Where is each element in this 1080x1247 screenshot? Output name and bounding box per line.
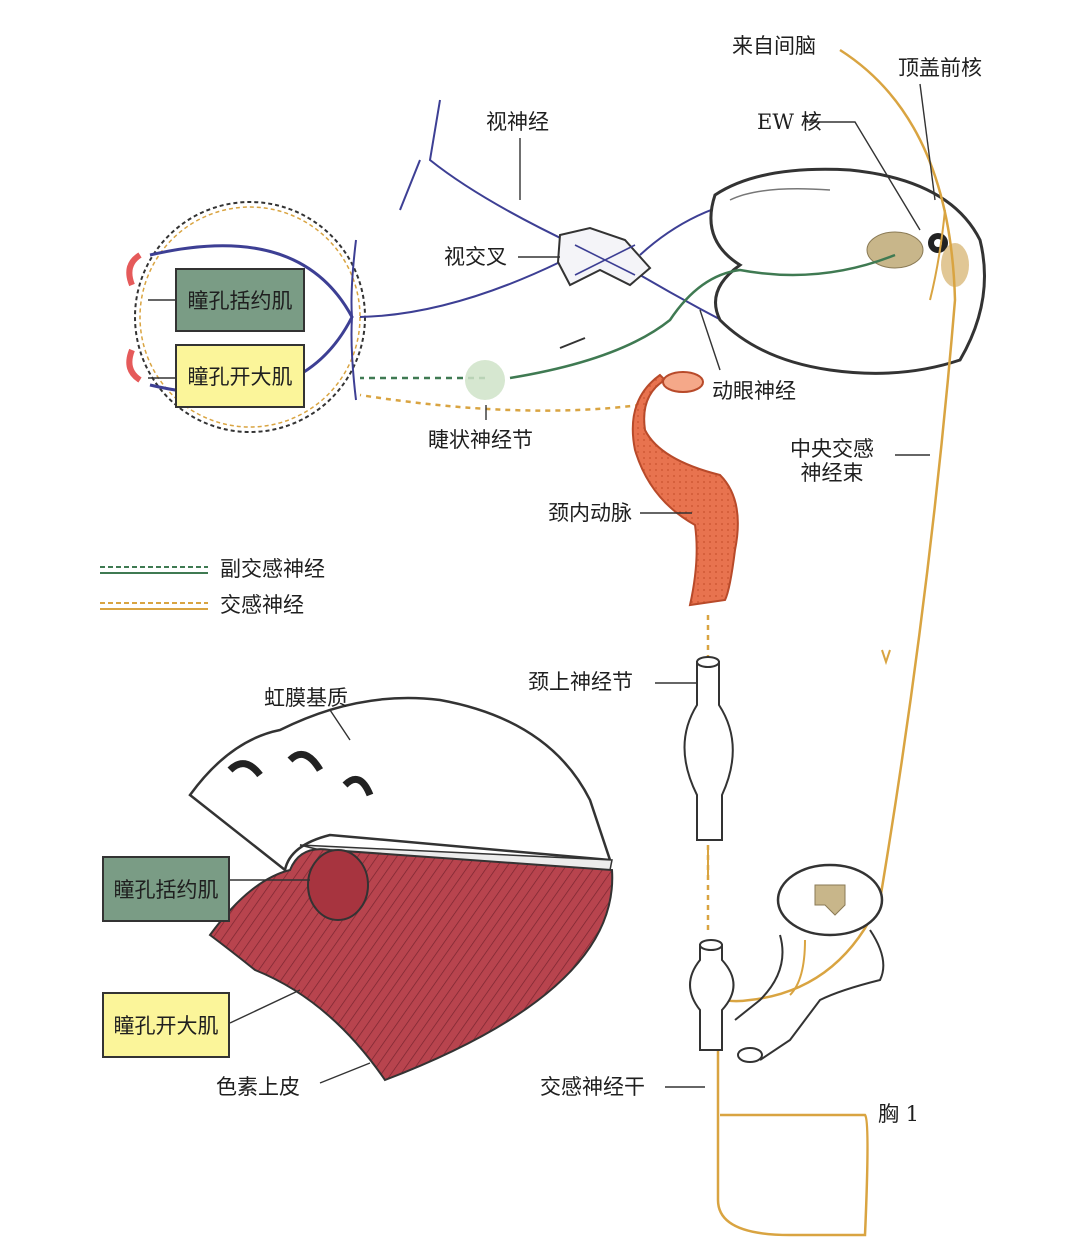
box-sphincter-top: 瞳孔括约肌 [175, 268, 305, 332]
spinal-cord-section [689, 863, 885, 1063]
label-pretectal-nucleus: 顶盖前核 [898, 56, 982, 80]
box-dilator-bottom: 瞳孔开大肌 [102, 992, 230, 1058]
box-sphincter-bottom: 瞳孔括约肌 [102, 856, 230, 922]
legend-sympathetic-swatch [100, 602, 208, 610]
label-central-sympathetic-tract: 中央交感 神经束 [790, 437, 874, 485]
label-central-sympathetic-tract-line2: 神经束 [800, 461, 864, 486]
central-tract [929, 209, 946, 301]
parasympathetic-path [360, 253, 896, 380]
label-optic-chiasm: 视交叉 [444, 245, 507, 269]
ciliary-ganglion-dot [465, 360, 505, 400]
label-oculomotor-nerve: 动眼神经 [712, 379, 796, 403]
iris-block [188, 696, 614, 1082]
label-optic-nerve: 视神经 [486, 110, 549, 134]
label-iris-stroma: 虹膜基质 [264, 686, 348, 710]
legend-parasympathetic-swatch [100, 566, 208, 574]
label-ew-nucleus: EW 核 [757, 110, 822, 134]
iris-dilator-mark-top [126, 252, 142, 287]
label-sympathetic-trunk: 交感神经干 [540, 1075, 645, 1099]
iris-dilator-mark-bottom [126, 348, 142, 383]
label-superior-cervical-ganglion: 颈上神经节 [528, 670, 633, 694]
label-from-diencephalon: 来自间脑 [732, 34, 816, 58]
internal-carotid-shape [631, 371, 739, 607]
box-dilator-top: 瞳孔开大肌 [175, 344, 305, 408]
label-internal-carotid: 颈内动脉 [548, 501, 632, 525]
optic-chiasm-shape [556, 226, 652, 287]
label-ciliary-ganglion: 睫状神经节 [428, 428, 533, 452]
leader-lines [148, 83, 936, 1088]
legend-parasympathetic-label: 副交感神经 [220, 557, 325, 581]
label-central-sympathetic-tract-line1: 中央交感 [790, 437, 874, 461]
midbrain-section [709, 167, 986, 375]
sympathetic-arrow-down [881, 649, 891, 666]
legend-sympathetic-label: 交感神经 [220, 593, 304, 617]
label-pigment-epithelium: 色素上皮 [216, 1075, 300, 1099]
label-thoracic-1: 胸 1 [878, 1102, 920, 1126]
ciliary-arrow [559, 337, 586, 349]
superior-cervical-ganglion-shape [683, 656, 734, 880]
